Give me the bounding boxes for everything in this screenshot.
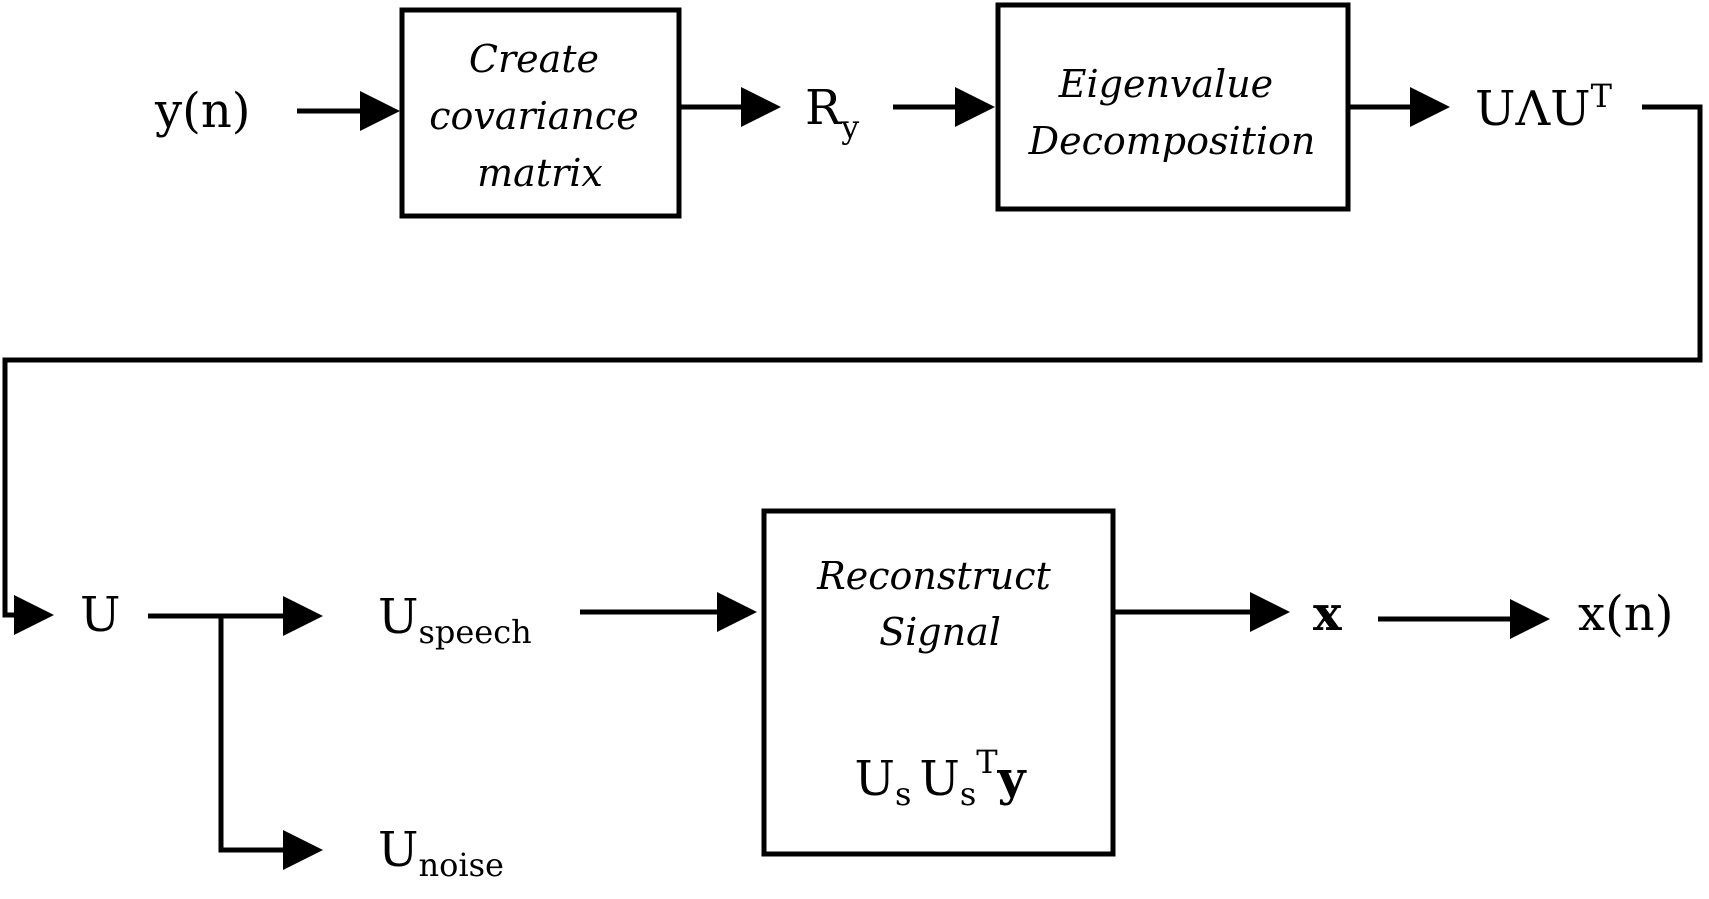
eigen-decomposition-block: [995, 2, 1351, 212]
input-signal-label: y(n): [154, 83, 250, 139]
covariance-line-3: matrix: [477, 151, 603, 195]
covariance-line-2: covariance: [429, 94, 639, 138]
covariance-line-1: Create: [469, 37, 599, 81]
x-vector-label: x: [1313, 586, 1342, 642]
formula-y: y: [997, 751, 1028, 807]
u-matrix-label: U: [80, 587, 120, 643]
cov-sub: y: [840, 108, 859, 146]
formula-u2: U: [919, 751, 959, 807]
decomposition-output-label: UΛUT: [1475, 77, 1613, 137]
formula-sup: T: [976, 743, 998, 781]
u-noise-sub: noise: [418, 846, 503, 884]
eigen-line-2: Decomposition: [1028, 119, 1316, 163]
covariance-output-label: Ry: [805, 80, 859, 146]
formula-sub-2: s: [960, 775, 976, 813]
covariance-block: [399, 7, 682, 219]
decomp-main: UΛU: [1475, 81, 1591, 137]
reconstruct-block: [761, 508, 1116, 857]
u-speech-sub: speech: [418, 613, 531, 651]
output-signal-label: x(n): [1578, 586, 1673, 642]
branch-line-u-to-noise: [218, 616, 323, 870]
feedback-line: [2, 104, 1703, 635]
u-noise-label: Unoise: [378, 822, 504, 884]
formula-u1: U: [855, 751, 895, 807]
u-noise-main: U: [378, 822, 418, 878]
reconstruct-line-2: Signal: [879, 610, 1001, 654]
eigen-line-1: Eigenvalue: [1058, 62, 1273, 106]
decomp-sup: T: [1591, 77, 1613, 115]
formula-sub-1: s: [895, 775, 911, 813]
eigen-block-label: Eigenvalue Decomposition: [1028, 62, 1316, 163]
reconstruct-block-label: Reconstruct Signal: [816, 554, 1063, 654]
u-speech-main: U: [378, 589, 418, 645]
cov-main: R: [805, 80, 843, 136]
covariance-block-label: Create covariance matrix: [429, 37, 651, 195]
u-speech-label: Uspeech: [378, 589, 532, 651]
reconstruct-line-1: Reconstruct: [816, 554, 1051, 598]
